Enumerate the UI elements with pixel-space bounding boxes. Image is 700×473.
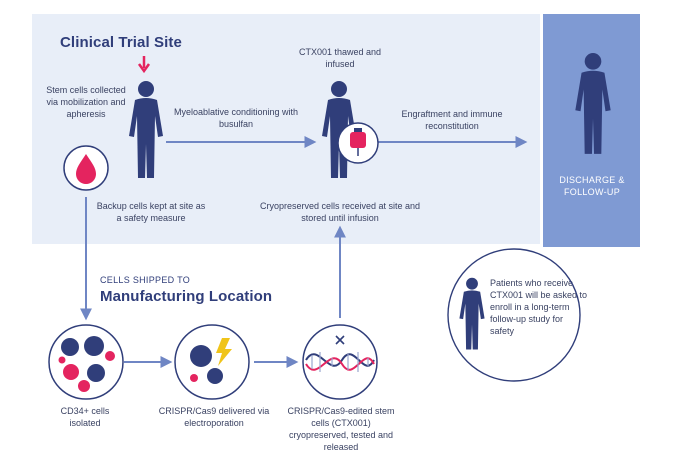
clinical-site-panel xyxy=(32,14,540,244)
thawed-caption: CTX001 thawed and infused xyxy=(298,47,382,69)
shipped-label: CELLS SHIPPED TO xyxy=(100,275,191,285)
lightning-icon xyxy=(216,338,232,366)
cd34-caption: CD34+ cells isolated xyxy=(60,406,110,428)
edited-cells-caption: CRISPR/Cas9-edited stem cells (CTX001) c… xyxy=(287,406,395,452)
discharge-label: DISCHARGE & FOLLOW-UP xyxy=(559,175,625,197)
site-title: Clinical Trial Site xyxy=(60,34,182,51)
discharged-person-icon xyxy=(575,53,611,154)
followup-circle xyxy=(447,248,581,382)
flow-arrows xyxy=(80,136,528,368)
electroporation-icon xyxy=(174,324,250,400)
patient-person-icon xyxy=(129,81,163,178)
dna-icon xyxy=(302,324,378,400)
cryo-received-caption: Cryopreserved cells received at site and… xyxy=(259,201,421,223)
backup-cells-caption: Backup cells kept at site as a safety me… xyxy=(96,201,206,223)
followup-person-icon xyxy=(459,277,485,350)
cd34-cells-icon xyxy=(48,324,124,400)
crispr-delivered-caption: CRISPR/Cas9 delivered via electroporatio… xyxy=(158,406,270,428)
manufacturing-title: Manufacturing Location xyxy=(100,288,273,305)
conditioning-caption: Myeloablative conditioning with busulfan xyxy=(173,107,299,129)
engraftment-caption: Engraftment and immune reconstitution xyxy=(401,109,503,131)
pink-down-arrow-icon xyxy=(137,56,151,74)
blood-drop-icon xyxy=(63,145,109,191)
followup-caption: Patients who receive CTX001 will be aske… xyxy=(490,278,588,336)
iv-bag-icon xyxy=(337,122,379,164)
stem-cells-caption: Stem cells collected via mobilization an… xyxy=(46,85,126,119)
